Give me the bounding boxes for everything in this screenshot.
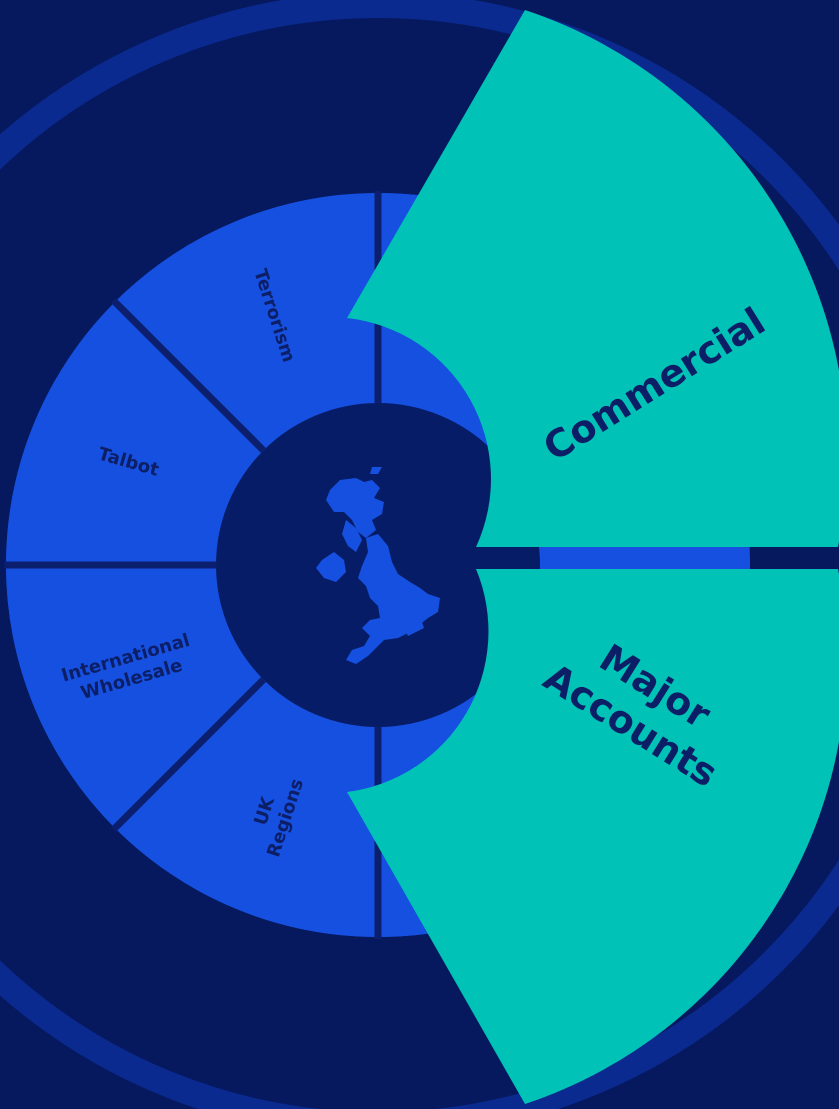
segment-divider [111, 298, 266, 453]
segment-divider [111, 677, 266, 832]
segment-international-wholesale[interactable] [6, 565, 264, 829]
segment-uk-regions[interactable] [114, 679, 379, 937]
segment-talbot[interactable] [6, 301, 264, 565]
segment-terrorism[interactable] [114, 193, 379, 451]
segment-commercial[interactable] [347, 10, 839, 547]
segment-major-accounts[interactable] [347, 569, 839, 1104]
uk-map-icon [316, 467, 440, 664]
